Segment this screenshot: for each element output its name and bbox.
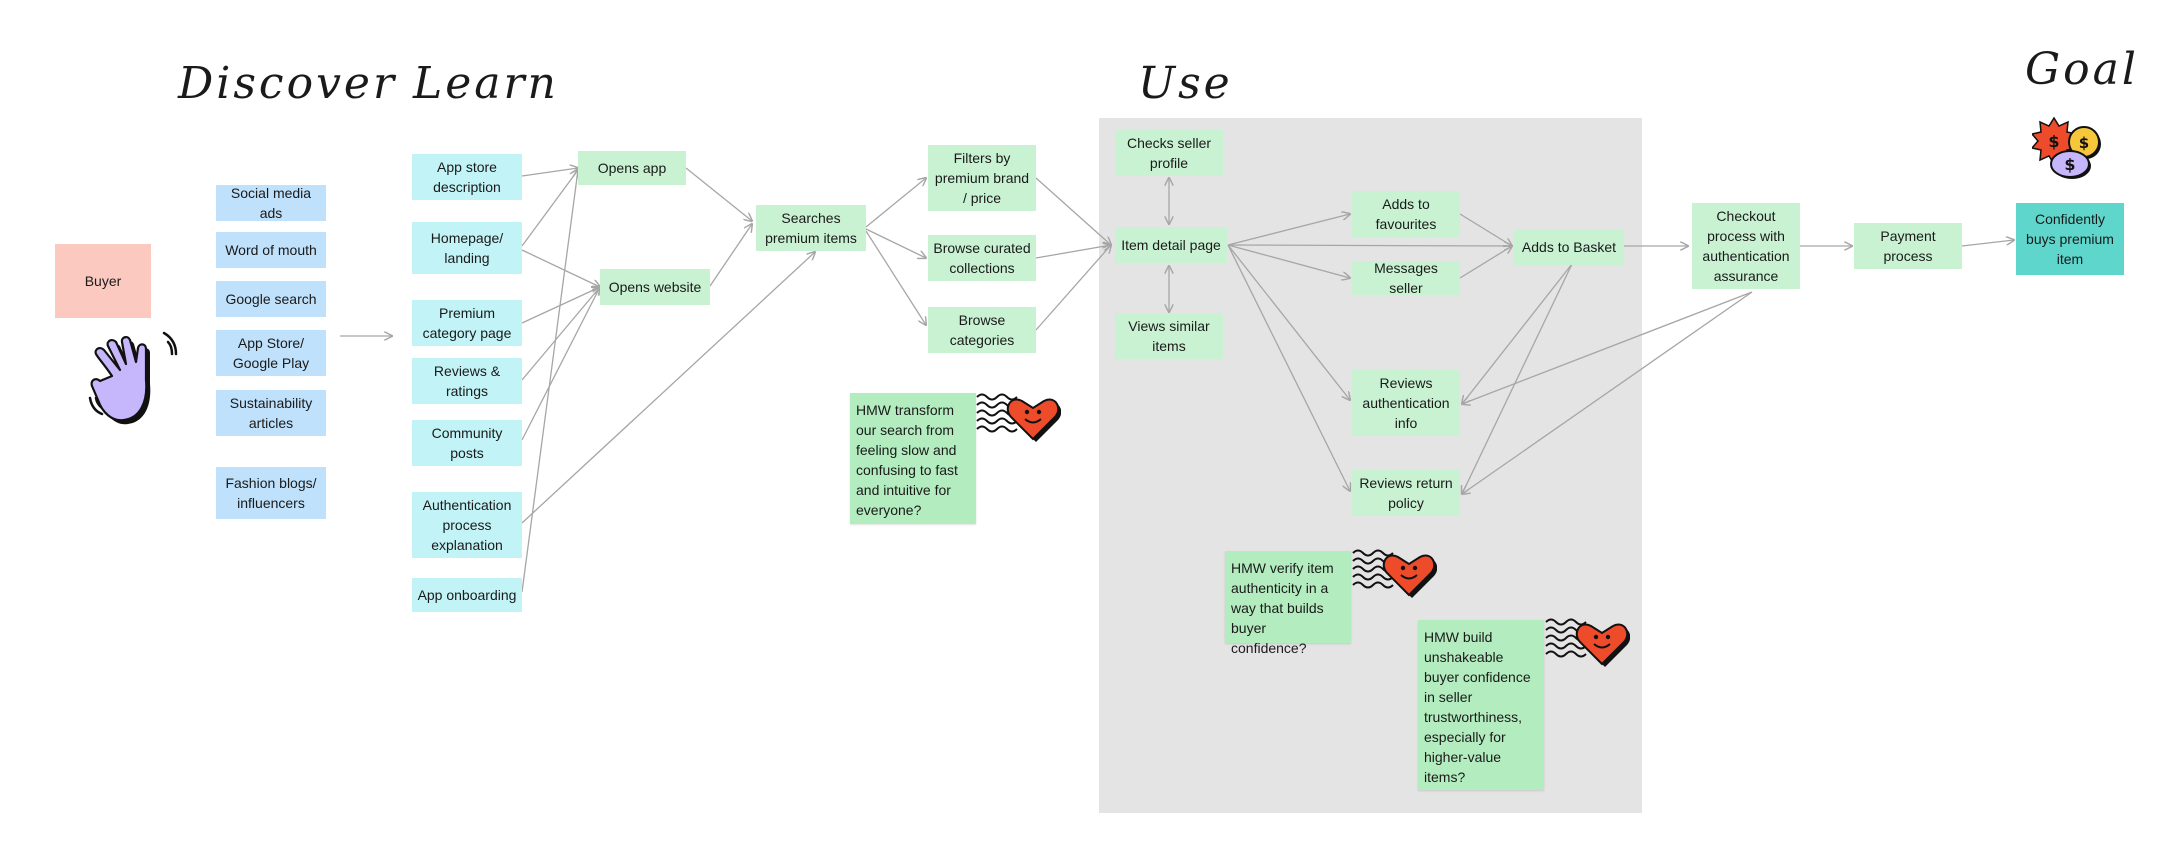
adds-favourites-step[interactable]: Adds to favourites (1352, 191, 1460, 237)
checks-seller-step[interactable]: Checks seller profile (1115, 130, 1223, 176)
payment-step[interactable]: Payment process (1854, 223, 1962, 269)
smiling-heart-sticker-icon (976, 393, 1061, 442)
browse-curated-step[interactable]: Browse curated collections (928, 235, 1036, 281)
messages-seller-step[interactable]: Messages seller (1352, 260, 1460, 296)
arrow-community-to-website (521, 287, 600, 441)
arrow-search-to-filters (865, 178, 926, 228)
phase-title-use: Use (1138, 58, 1233, 109)
learn-item[interactable]: Community posts (412, 420, 522, 466)
arrow-search-to-categories (865, 230, 926, 325)
arrow-appstore-to-openapp (521, 168, 578, 177)
arrow-payment-to-goal (1961, 240, 2014, 247)
arrow-filters-to-detail (1035, 177, 1111, 245)
arrow-detail-to-messages (1227, 244, 1350, 278)
arrow-detail-to-reviewsauth (1227, 244, 1350, 400)
goal-card[interactable]: Confidently buys premium item (2016, 203, 2124, 275)
discover-item[interactable]: App Store/ Google Play (216, 330, 326, 376)
arrow-checkout-to-reviewsauth (1462, 291, 1753, 404)
svg-text:$: $ (2064, 155, 2075, 174)
smiling-heart-sticker-icon (1545, 618, 1630, 667)
arrow-curated-to-detail (1035, 245, 1111, 259)
opens-website-step[interactable]: Opens website (600, 269, 710, 305)
arrow-basket-to-returnpolicy (1462, 263, 1573, 494)
learn-item[interactable]: Authentication process explanation (412, 492, 522, 558)
arrow-reviews-to-website (521, 287, 600, 381)
arrow-basket-to-reviewsauth (1462, 263, 1573, 404)
hmw-note-verify: HMW verify item authenticity in a way th… (1225, 551, 1351, 656)
arrow-messages-to-basket (1459, 246, 1512, 279)
persona-card[interactable]: Buyer (55, 244, 151, 318)
arrow-homepage-to-website (521, 249, 600, 287)
item-detail-step[interactable]: Item detail page (1115, 227, 1227, 263)
filters-step[interactable]: Filters by premium brand / price (928, 145, 1036, 211)
searches-premium-step[interactable]: Searches premium items (756, 205, 866, 251)
opens-app-step[interactable]: Opens app (578, 151, 686, 185)
discover-item[interactable]: Sustainability articles (216, 390, 326, 436)
waving-hand-icon (88, 331, 178, 425)
arrow-detail-to-returnpolicy (1227, 244, 1350, 491)
discover-item[interactable]: Fashion blogs/ influencers (216, 467, 326, 519)
arrow-premium-to-website (521, 287, 600, 324)
arrow-detail-to-basket (1227, 245, 1512, 246)
phase-title-discover: Discover (178, 58, 397, 109)
reviews-return-step[interactable]: Reviews return policy (1352, 470, 1460, 516)
learn-item[interactable]: App onboarding (412, 578, 522, 612)
hmw-note-trust: HMW build unshakeable buyer confidence i… (1418, 620, 1544, 790)
persona-label: Buyer (84, 273, 122, 289)
svg-text:$: $ (2048, 132, 2059, 151)
discover-item[interactable]: Social media ads (216, 185, 326, 221)
learn-item[interactable]: Premium category page (412, 300, 522, 346)
adds-basket-step[interactable]: Adds to Basket (1514, 229, 1624, 265)
arrow-homepage-to-openapp (521, 170, 578, 247)
money-coins-icon: $ $ $ (2032, 116, 2101, 179)
arrow-checkout-to-returnpolicy (1462, 291, 1753, 494)
learn-item[interactable]: App store description (412, 154, 522, 200)
learn-item[interactable]: Homepage/ landing (412, 222, 522, 274)
learn-item[interactable]: Reviews & ratings (412, 358, 522, 404)
svg-text:$: $ (2079, 134, 2089, 152)
phase-title-goal: Goal (2025, 44, 2139, 95)
arrow-categories-to-detail (1035, 245, 1111, 331)
smiling-heart-sticker-icon (1352, 549, 1437, 598)
arrow-detail-to-favourites (1227, 214, 1350, 246)
reviews-auth-step[interactable]: Reviews authentication info (1352, 370, 1460, 436)
hmw-note-search: HMW transform our search from feeling sl… (850, 393, 976, 524)
arrow-favourites-to-basket (1459, 213, 1512, 246)
discover-item[interactable]: Google search (216, 281, 326, 317)
arrow-openapp-to-search (685, 167, 752, 221)
checkout-step[interactable]: Checkout process with authentication ass… (1692, 203, 1800, 289)
arrow-website-to-search (709, 224, 752, 287)
arrow-search-to-curated (865, 228, 926, 258)
views-similar-step[interactable]: Views similar items (1115, 313, 1223, 359)
arrow-onboarding-to-openapp (521, 170, 578, 593)
browse-categories-step[interactable]: Browse categories (928, 307, 1036, 353)
phase-title-learn: Learn (413, 58, 559, 109)
arrow-auth-to-search (521, 252, 815, 524)
discover-item[interactable]: Word of mouth (216, 232, 326, 268)
